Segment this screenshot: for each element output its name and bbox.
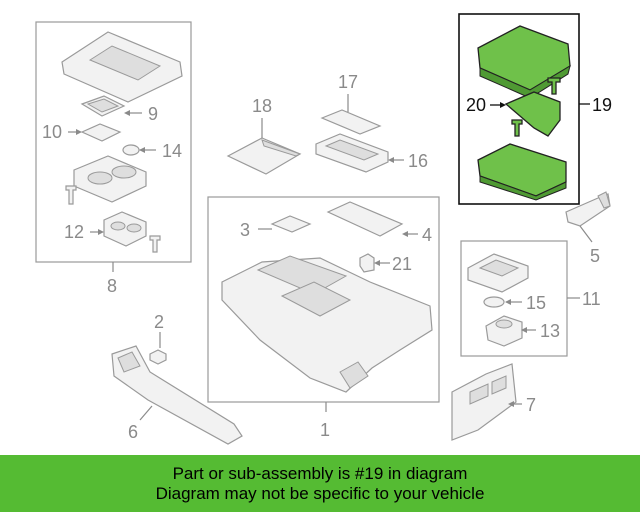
clip-2-part: [149, 349, 167, 365]
panel-7-slot-a: [469, 383, 489, 405]
pad-3-part: [270, 215, 312, 233]
pad-17-part: [320, 109, 382, 135]
panel-7-slot-b: [491, 375, 507, 395]
mat-10-part: [80, 123, 122, 142]
callout-2: 2: [154, 312, 164, 332]
callout-7: 7: [526, 395, 536, 415]
callout-9: 9: [148, 104, 158, 124]
arrow-4: [402, 231, 408, 237]
ring-15-part: [483, 296, 505, 308]
callout-4: 4: [422, 225, 432, 245]
console-top-opening: [256, 255, 348, 295]
callout-17: 17: [338, 72, 358, 92]
arrow-15: [505, 299, 511, 305]
insert-12-part: [103, 211, 147, 247]
arrow-20: [500, 102, 506, 108]
callout-5: 5: [590, 246, 600, 266]
callout-13: 13: [540, 321, 560, 341]
arrow-7: [508, 401, 514, 407]
info-banner: Part or sub-assembly is #19 in diagram D…: [0, 455, 640, 512]
arrow-16: [388, 157, 394, 163]
arrow-9: [124, 110, 130, 116]
cup-13-well: [495, 319, 513, 329]
callout-21: 21: [392, 254, 412, 274]
insert-12-well-left: [110, 221, 126, 231]
callout-1: 1: [320, 420, 330, 440]
callout-16: 16: [408, 151, 428, 171]
assembly-19-box: [458, 13, 580, 205]
lid-parts-group: 18 17 16: [226, 72, 428, 175]
console-1-group: 3 4 21 1: [207, 196, 440, 440]
arrow-14: [139, 147, 145, 153]
callout-8: 8: [107, 276, 117, 296]
callout-3: 3: [240, 220, 250, 240]
insert-12-well-right: [126, 223, 142, 233]
armrest-base-side: [479, 175, 567, 201]
cup-well-right: [111, 165, 137, 179]
callout-6: 6: [128, 422, 138, 442]
arrow-13: [521, 327, 527, 333]
callout-11: 11: [582, 289, 601, 309]
cup-13-part: [485, 315, 523, 347]
arrow-21: [374, 260, 380, 266]
assembly-8-group: 9 10 14 12 8: [35, 21, 192, 296]
banner-line-2: Diagram may not be specific to your vehi…: [155, 483, 485, 503]
panel-18-edge: [261, 139, 302, 157]
bracket-5-group: 5: [565, 191, 611, 266]
screw-left-part: [65, 185, 77, 205]
callout-15: 15: [526, 293, 546, 313]
parts-diagram: 9 10 14 12 8 18 17 16 20: [35, 13, 612, 445]
callout-14: 14: [162, 141, 182, 161]
console-mid-opening: [280, 281, 352, 317]
leader-5: [579, 225, 593, 243]
hinge-screw-part: [511, 119, 523, 137]
lid-screw-part: [547, 77, 561, 95]
bracket-5-edge: [597, 191, 611, 209]
console-body-part: [221, 257, 433, 393]
side-panel-6-part: [111, 345, 243, 445]
ring-14-part: [122, 144, 140, 156]
panel-7-group: 7: [451, 363, 536, 441]
assembly-11-group: 15 13 11: [460, 240, 601, 357]
screw-right-part: [149, 235, 161, 253]
callout-20: 20: [466, 95, 486, 115]
callout-18: 18: [252, 96, 272, 116]
cup-well-left: [87, 171, 113, 185]
mat-4-part: [326, 201, 404, 237]
bezel-11-recess: [478, 259, 520, 277]
banner-line-1: Part or sub-assembly is #19 in diagram: [172, 463, 468, 483]
top-bezel-recess: [88, 45, 162, 81]
hinge-20-part: [504, 91, 561, 137]
arrow-10: [76, 129, 82, 135]
console-rear-vent: [339, 361, 369, 389]
assembly-19-group: 20 19: [458, 13, 612, 205]
callout-19: 19: [592, 95, 612, 115]
side-panel-6-window: [117, 351, 141, 373]
clip-21-part: [359, 253, 375, 273]
pad-9-inner: [86, 98, 120, 113]
side-panel-group: 2 6: [111, 312, 243, 445]
tray-16-recess: [324, 139, 380, 161]
arrow-12: [98, 229, 104, 235]
assembly-1-box: [207, 196, 440, 403]
callout-12: 12: [64, 222, 84, 242]
leader-6: [139, 405, 153, 421]
callout-10: 10: [42, 122, 62, 142]
